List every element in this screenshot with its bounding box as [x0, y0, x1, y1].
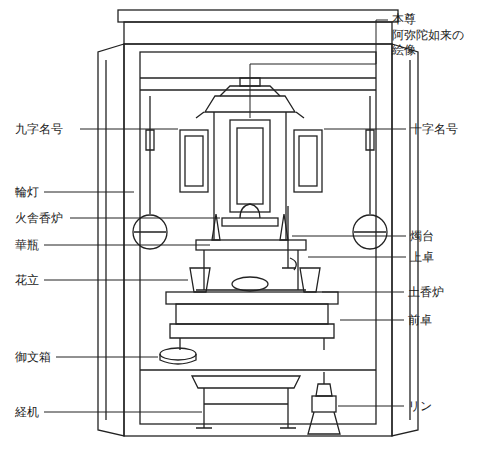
part-label: 前卓 [408, 313, 432, 328]
part-label: 輪灯 [15, 185, 39, 200]
part-label: 華瓶 [15, 238, 39, 253]
part-label: 上卓 [410, 250, 434, 265]
part-label: 花立 [15, 273, 39, 288]
part-label: 火舎香炉 [15, 211, 63, 226]
part-label: 十字名号 [410, 122, 458, 137]
part-label: 御文箱 [15, 350, 51, 365]
part-label: リン [408, 399, 432, 414]
part-label: 土香炉 [408, 285, 444, 300]
part-label: 本尊 [392, 12, 416, 27]
part-label: 燭台 [410, 229, 434, 244]
part-label: 九字名号 [15, 122, 63, 137]
part-label: 阿弥陀如来の 絵像 [392, 28, 468, 58]
part-label: 経机 [15, 405, 39, 420]
